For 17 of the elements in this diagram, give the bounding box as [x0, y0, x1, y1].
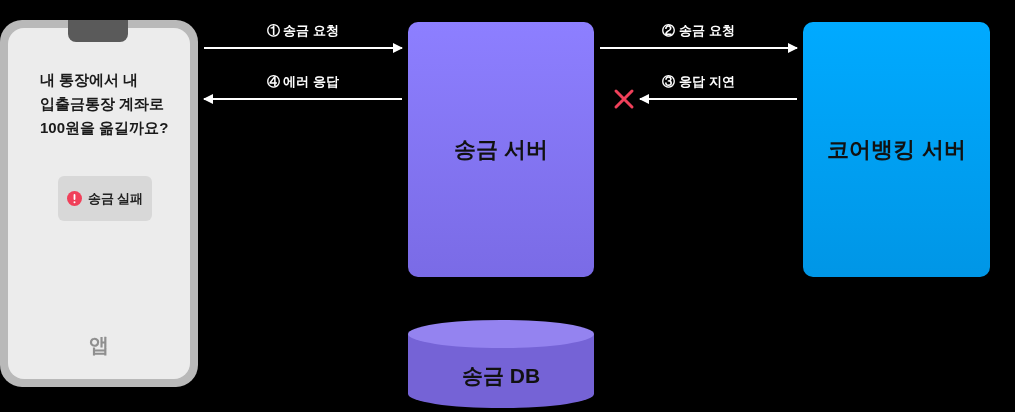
- status-text: 송금 실패: [87, 189, 144, 208]
- message-text: 내 통장에서 내 입출금통장 계좌로 100원을 옮길까요?: [40, 70, 170, 138]
- edge-label: ④ 에러 응답: [266, 73, 340, 91]
- status-chip: [58, 176, 152, 221]
- server-box: [803, 22, 990, 277]
- app-label: 앱: [88, 333, 110, 358]
- server-label: 코어뱅킹 서버: [827, 136, 966, 164]
- server-label: 송금 서버: [453, 136, 549, 164]
- edge-label: ③ 응답 지연: [662, 73, 735, 91]
- arrow: [203, 43, 403, 53]
- database-label: 송금 DB: [460, 363, 542, 389]
- server-box: [408, 22, 594, 277]
- arrow: [203, 94, 403, 104]
- edge-label: ② 송금 요청: [662, 22, 735, 40]
- edge-label: ① 송금 요청: [266, 22, 340, 40]
- arrow: [599, 43, 798, 53]
- arrow: [639, 94, 798, 104]
